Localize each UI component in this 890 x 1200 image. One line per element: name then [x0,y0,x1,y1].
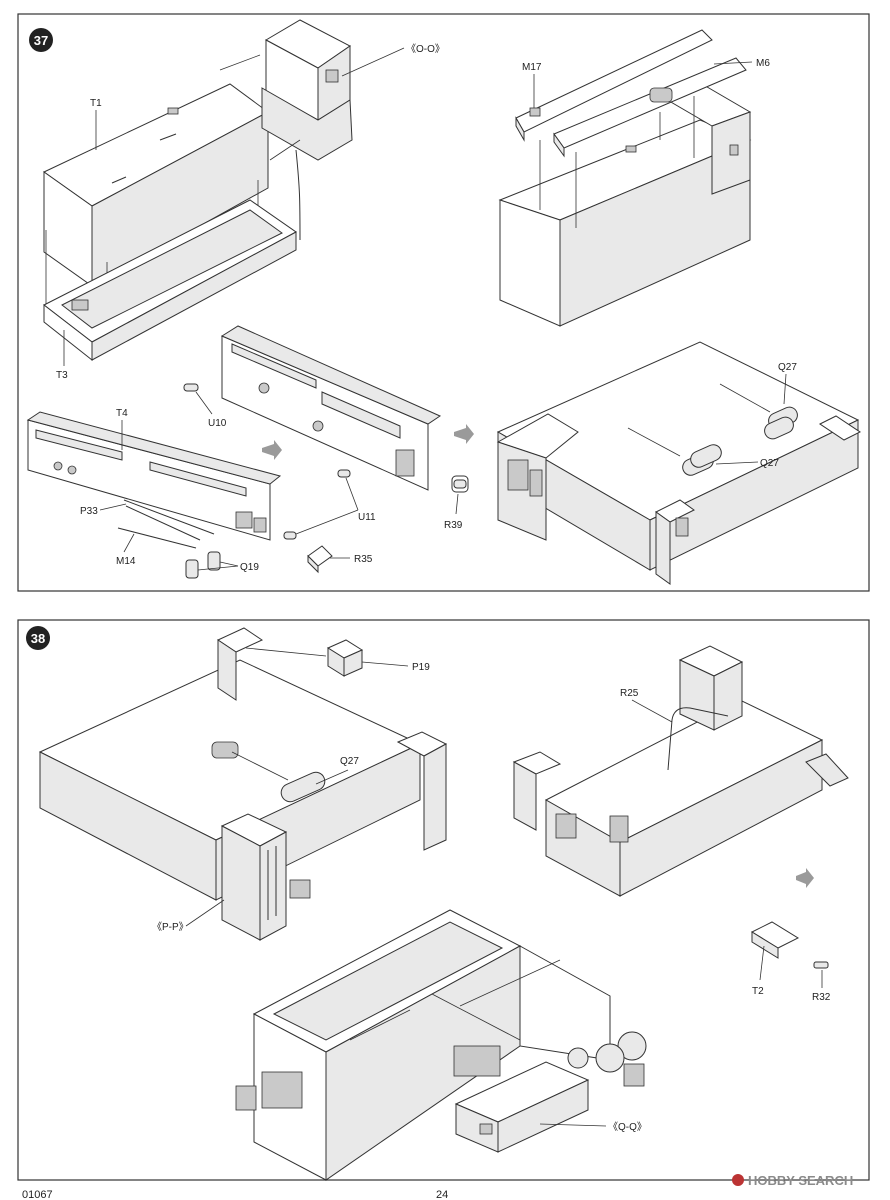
callout-oo-label: 《O-O》 [406,43,445,55]
callout-p19-label: P19 [412,662,430,673]
step-37-panel: 37 [17,13,870,592]
part-m17-rail [515,29,713,142]
assembly-guide-line [627,427,681,457]
part-q27-cylinders-a [764,406,798,440]
part-q27-cylinders-b [682,444,722,476]
callout-pp: 《P-P》 [152,899,225,933]
callout-qq-label: 《Q-Q》 [608,1121,647,1133]
callout-oo: 《O-O》 [341,43,445,77]
part-m6-rail [553,57,747,158]
step-38-number: 38 [31,631,45,646]
callout-t2: T2 [752,945,765,997]
part-m14-rod [117,527,197,549]
step-flow-arrow [454,424,474,444]
kit-number: 01067 [22,1189,53,1200]
callout-t3: T3 [56,330,68,381]
callout-q27-a-label: Q27 [778,362,797,373]
assembly-guide-line [245,647,327,657]
part-r32 [813,961,829,969]
callout-m17-label: M17 [522,62,542,73]
callout-r35: R35 [330,554,373,565]
assembly-guide-line [431,993,521,1041]
callout-t2-label: T2 [752,986,764,997]
part-r39 [451,475,469,493]
assembly-guide-line [719,383,771,413]
callout-r39-label: R39 [444,520,463,531]
callout-t4: T4 [116,408,128,450]
callout-u11-label: U11 [358,512,376,523]
callout-u10: U10 [195,391,227,429]
part-t2-cover [750,921,800,959]
assembly-guide-line [231,751,289,781]
step-37-number: 37 [34,33,48,48]
callout-m17: M17 [522,62,542,108]
callout-pp-label: 《P-P》 [152,921,189,933]
callout-q27: Q27 [315,756,359,785]
part-oo-subassembly [261,19,353,241]
assembly-arrow [269,139,301,161]
part-q27-cylinder [280,771,326,803]
part-t3-tray [43,199,297,362]
part-p19 [326,639,364,677]
part-p33-rod [125,505,201,541]
callout-r39: R39 [444,493,463,531]
callout-m6-label: M6 [756,58,770,69]
callout-m6: M6 [713,58,770,69]
page-number: 24 [436,1189,448,1200]
callout-r32-label: R32 [812,992,831,1003]
part-r35 [307,545,333,574]
callout-qq: 《Q-Q》 [539,1121,647,1133]
part-pp-cabinet [220,813,311,941]
step-flow-arrow [262,440,282,460]
callout-q19-label: Q19 [240,562,259,573]
part-side-wall [220,325,442,491]
callout-q27-a: Q27 [778,362,797,405]
part-t1-box [43,83,269,287]
callout-m14-label: M14 [116,556,136,567]
callout-m14: M14 [116,533,136,567]
part-qq-panel [454,1061,590,1153]
step-37-badge: 37 [29,28,53,52]
callout-t1: T1 [90,98,102,150]
watermark-text: HOBBY SEARCH [748,1173,853,1188]
callout-p33: P33 [80,503,127,517]
callout-r35-label: R35 [354,554,373,565]
part-u10 [183,383,199,392]
callout-t1-label: T1 [90,98,102,109]
callout-r32: R32 [812,970,831,1003]
assembly-guide-line [349,1009,411,1041]
part-u11 [337,469,351,478]
step-flow-arrow [796,868,814,888]
callout-q19: Q19 [197,561,259,573]
callout-p19: P19 [361,661,430,673]
callout-u11: U11 [295,477,376,535]
part-assembled-box [498,83,752,327]
callout-q27-label: Q27 [340,756,359,767]
part-funnel [805,753,849,787]
part-chassis-right [512,645,824,897]
callout-r25-label: R25 [620,688,639,699]
assembly-arrow [219,54,261,71]
part-r25-pipe [667,707,729,771]
assembly-guide-line [459,959,561,1007]
part-assembled-body [235,909,647,1181]
step-38-badge: 38 [26,626,50,650]
callout-q27-b-label: Q27 [760,458,779,469]
callout-t3-label: T3 [56,370,68,381]
callout-t4-label: T4 [116,408,128,419]
step-38-panel: 38 [17,619,870,1181]
callout-p33-label: P33 [80,506,98,517]
part-u11 [283,531,297,540]
hobby-search-watermark: HOBBY SEARCH [732,1173,853,1188]
callout-u10-label: U10 [208,418,227,429]
part-t4-panel [26,411,282,541]
part-p33-rod [123,499,215,535]
part-assembled-chassis [496,341,861,585]
callout-q27-b: Q27 [715,458,779,469]
callout-r25: R25 [620,688,673,723]
part-q19 [185,551,221,579]
